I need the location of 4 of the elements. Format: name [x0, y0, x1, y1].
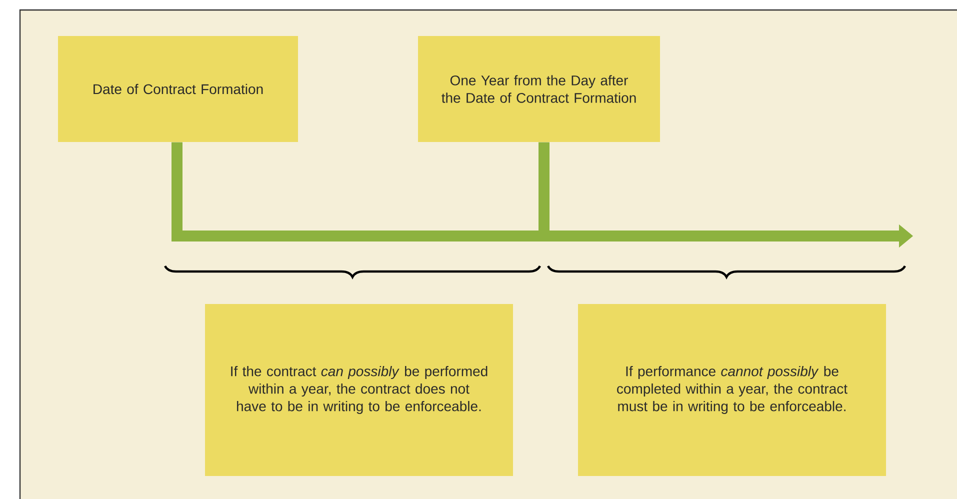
text-box: If the contract can possibly be performed within a year, the contract does not have to be in writing to be enforceable. — [205, 304, 513, 476]
text-box: Date of Contract Formation — [58, 36, 298, 142]
text-box: One Year from the Day after the Date of Contract Formation — [418, 36, 660, 142]
text-box: If performance cannot possibly be completed within a year, the contract must be in writing to be enforceable. — [578, 304, 886, 476]
